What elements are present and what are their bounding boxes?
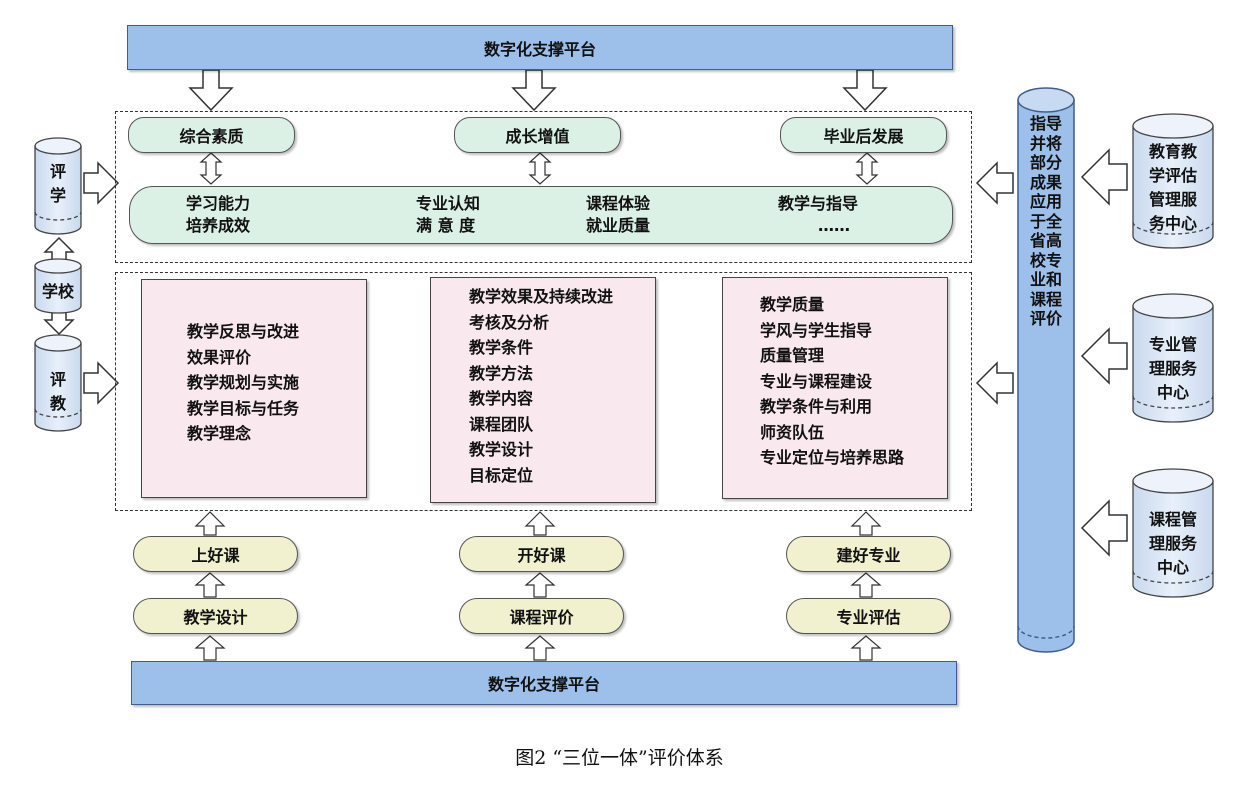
arrow-right-bottom <box>83 361 120 405</box>
evaluation-region <box>115 272 972 511</box>
label-edu-eval-center: 教育教学评估管理服务中心 <box>1148 142 1197 233</box>
cylinder-center-3 <box>1132 480 1214 598</box>
arrow-up-b3 <box>524 635 556 661</box>
arrow-down-1 <box>188 69 234 112</box>
column-box-major: 教学质量 学风与学生指导 质量管理 专业与课程建设 教学条件与利用 师资队伍 专… <box>722 277 948 499</box>
list-item: 师资队伍 <box>760 422 825 442</box>
list-item: 目标定位 <box>469 465 534 485</box>
arrow-down-school <box>43 311 75 336</box>
arrow-left-top <box>975 161 1014 205</box>
outcomes-bar <box>129 186 953 244</box>
arrow-down-3 <box>842 69 888 112</box>
pill-teaching-design: 教学设计 <box>133 598 298 634</box>
list-item: 教学条件 <box>469 338 534 357</box>
arrow-up-b2 <box>524 572 556 598</box>
bar-item-major-cognition: 专业认知满 意 度 <box>416 194 481 235</box>
list-item: 专业定位与培养思路 <box>760 448 905 467</box>
arrow-up-c2 <box>850 572 882 598</box>
list-item: 教学理念 <box>187 424 252 443</box>
pill-course-evaluation: 课程评价 <box>459 598 624 634</box>
list-item: 教学规划与实施 <box>187 373 300 392</box>
double-arrow-1 <box>199 152 223 185</box>
cylinder-center-1 <box>1132 125 1214 249</box>
double-arrow-3 <box>855 152 879 185</box>
list-item: 教学设计 <box>469 440 534 459</box>
list-item: 教学条件与利用 <box>760 397 873 416</box>
platform-top: 数字化支撑平台 <box>127 25 953 70</box>
arrow-up-b1 <box>524 511 556 536</box>
pill-good-major: 建好专业 <box>786 536 951 572</box>
arrow-left-bottom <box>975 361 1014 405</box>
bar-item-course-experience: 课程体验就业质量 <box>586 194 651 235</box>
list-item: 效果评价 <box>187 347 252 367</box>
column-box-course: 教学效果及持续改进 考核及分析 教学条件 教学方法 教学内容 课程团队 教学设计… <box>430 277 656 503</box>
arrow-right-top <box>83 161 120 205</box>
list-item: 质量管理 <box>760 346 825 365</box>
cylinder-bottom <box>34 342 82 432</box>
arrow-left-center-1 <box>1080 148 1128 206</box>
arrow-up-a3 <box>194 635 226 661</box>
cylinder-center-2 <box>1132 305 1214 423</box>
list-item: 教学反思与改进 <box>187 322 300 341</box>
bar-item-learning: 学习能力培养成效 <box>186 194 251 235</box>
arrow-down-2 <box>511 69 557 112</box>
double-arrow-2 <box>528 152 552 185</box>
cylinder-top <box>34 145 82 235</box>
list-item: 教学内容 <box>469 389 534 408</box>
arrow-up-a2 <box>194 572 226 598</box>
pill-comprehensive-quality: 综合素质 <box>128 117 295 153</box>
arrow-left-center-2 <box>1080 327 1128 385</box>
label-major-center: 专业管理服务中心 <box>1148 335 1197 402</box>
label-school: 学校 <box>41 282 74 301</box>
list-item: 教学效果及持续改进 <box>469 287 614 306</box>
center-column-cylinder <box>1017 99 1075 653</box>
center-column-text: 指导并将部分成果应用于全省高校专业和课程评价 <box>1030 114 1063 328</box>
list-item: 考核及分析 <box>469 312 550 332</box>
pill-post-graduation: 毕业后发展 <box>780 117 947 153</box>
arrow-up-school <box>43 236 75 261</box>
arrow-up-a1 <box>194 511 226 536</box>
list-item: 学风与学生指导 <box>760 320 873 340</box>
outcomes-region <box>115 111 972 263</box>
pill-good-course: 开好课 <box>459 536 624 572</box>
arrow-left-center-3 <box>1080 499 1128 557</box>
bar-item-teaching-guidance: 教学与指导…… <box>778 194 859 235</box>
pill-good-class: 上好课 <box>133 536 298 572</box>
list-item: 教学方法 <box>469 363 534 383</box>
label-evaluate-teaching: 评教 <box>49 370 66 413</box>
list-item: 课程团队 <box>469 414 534 434</box>
column-box-teaching: 教学反思与改进 效果评价 教学规划与实施 教学目标与任务 教学理念 <box>141 279 367 498</box>
cylinder-school <box>34 265 82 314</box>
pill-major-assessment: 专业评估 <box>786 598 951 634</box>
arrow-up-c1 <box>850 511 882 536</box>
pill-growth-value: 成长增值 <box>454 117 621 153</box>
label-course-center: 课程管理服务中心 <box>1148 510 1197 577</box>
list-item: 专业与课程建设 <box>760 371 873 391</box>
figure-caption: 图2 “三位一体”评价体系 <box>515 747 724 769</box>
label-evaluate-learning: 评学 <box>49 162 66 205</box>
arrow-up-c3 <box>850 635 882 661</box>
list-item: 教学质量 <box>760 295 825 314</box>
list-item: 教学目标与任务 <box>187 398 300 418</box>
platform-bottom: 数字化支撑平台 <box>131 661 957 705</box>
